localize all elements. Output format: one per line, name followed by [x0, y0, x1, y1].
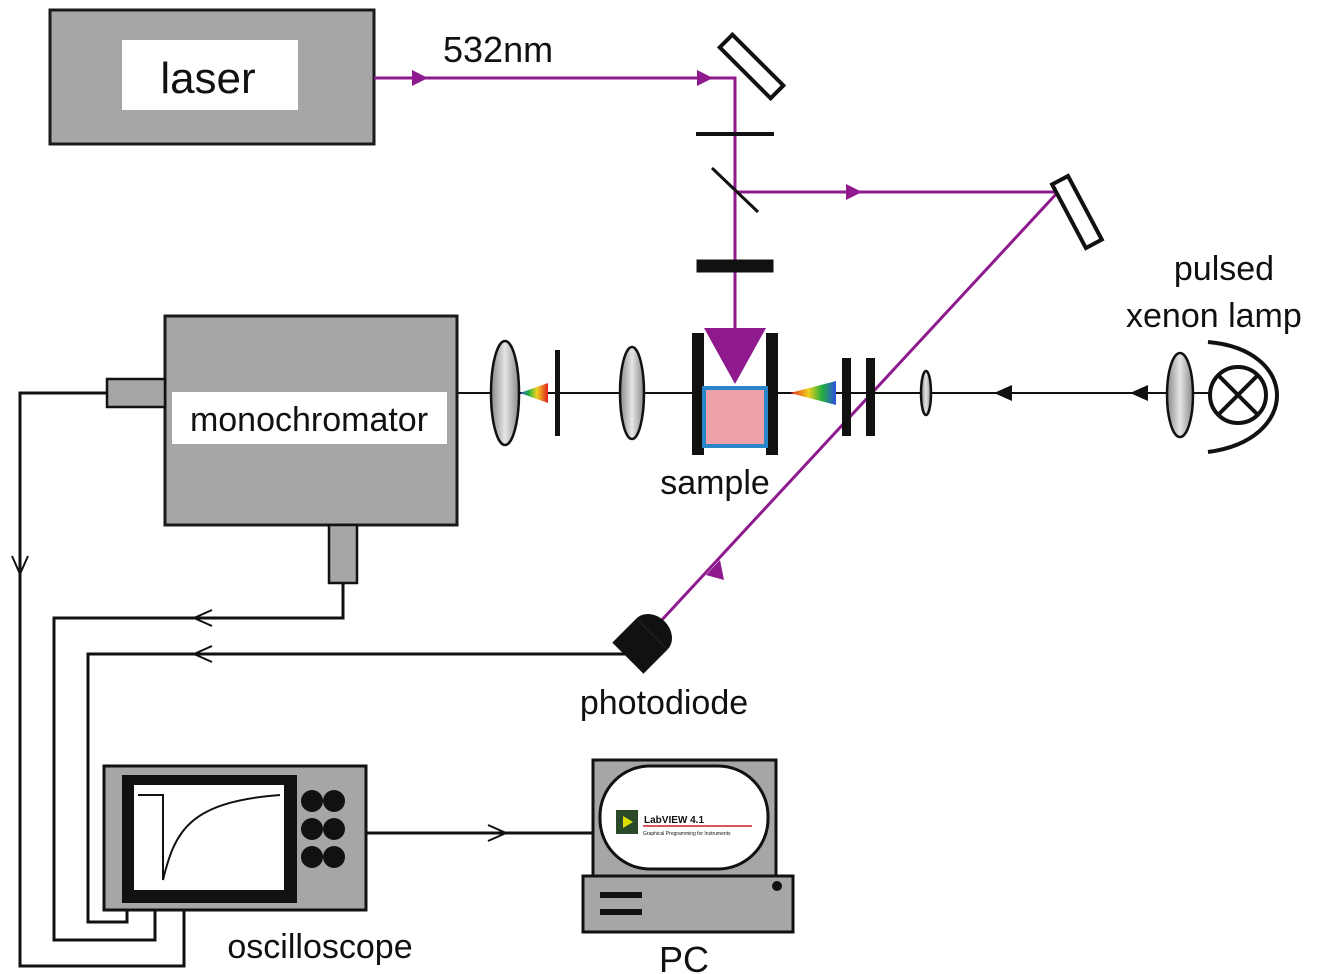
oscilloscope-label: oscilloscope: [227, 928, 412, 966]
optics-vertical-path: [696, 132, 774, 273]
oscilloscope-knobs: [301, 790, 345, 868]
sample-label: sample: [660, 464, 770, 502]
cross-in-circle-icon: [1207, 340, 1279, 454]
lamp-label-line1: pulsed: [1174, 250, 1274, 288]
photodiode-label: photodiode: [580, 684, 748, 722]
laser-box: laser: [48, 8, 376, 146]
oscilloscope-trace: [138, 794, 281, 881]
spectrum-left: [520, 383, 548, 403]
pc-device: LabVIEW 4.1 Graphical Programming for In…: [581, 758, 795, 934]
signal-cables: [18, 391, 638, 968]
laser-label: laser: [160, 54, 255, 103]
pc-screen-title: LabVIEW 4.1: [644, 815, 704, 826]
cable-arrows: [11, 555, 509, 842]
wavelength-label: 532nm: [443, 29, 553, 70]
spectrum-right: [790, 381, 836, 405]
lamp-label-line2: xenon lamp: [1126, 297, 1302, 335]
monochromator-label: monochromator: [190, 401, 428, 439]
photodiode-icon: [612, 614, 672, 674]
pc-label: PC: [659, 939, 709, 974]
slits: [555, 350, 875, 436]
monochromator-box: [105, 314, 459, 585]
pump-beam-arrowhead: [704, 328, 766, 384]
sample-cuvette: [692, 333, 778, 455]
pc-screen-subtitle: Graphical Programming for Instruments: [643, 831, 731, 837]
beam-direction-arrows: [412, 70, 862, 580]
oscilloscope-device: [102, 764, 368, 912]
lens-icon: [489, 339, 1195, 447]
mirror-icon: [716, 31, 1105, 251]
probe-direction-arrows: [994, 385, 1148, 401]
laser-beam-path: [374, 76, 1060, 624]
